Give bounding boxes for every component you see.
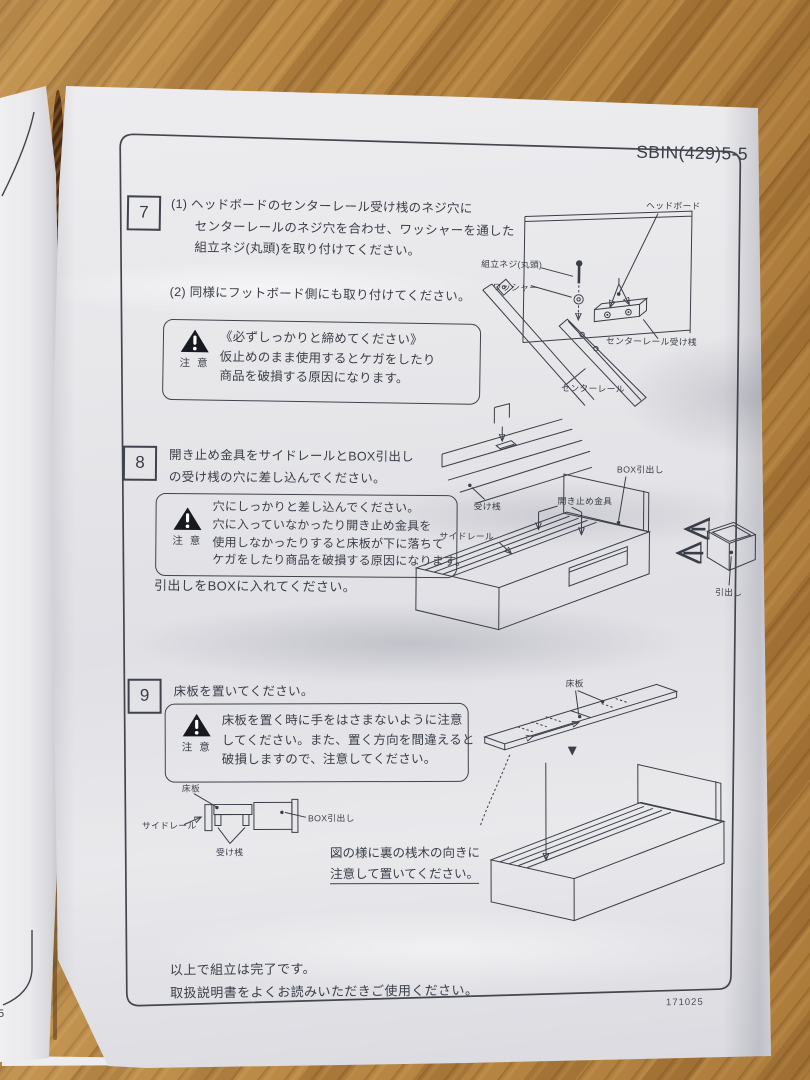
caution-line: 《必ずしっかりと締めてください》: [219, 329, 423, 347]
label-side-rail: サイドレール: [439, 531, 494, 541]
label-rail-support: 受け桟: [474, 500, 501, 511]
label-stopper-fitting: 開き止め金具: [558, 495, 613, 506]
floor-boards: [479, 683, 679, 859]
step-number: 9: [139, 685, 150, 705]
caution-label: 注 意: [181, 741, 212, 754]
label-drawer: 引出し: [715, 586, 742, 597]
step7-caution-box: 注 意 《必ずしっかりと締めてください》 仮止めのまま使用するとケガをしたり 商…: [161, 318, 482, 405]
screw-and-washer: [573, 260, 584, 318]
step-number-box: 8: [122, 445, 158, 481]
step-number: 8: [135, 452, 145, 472]
step9-placement-diagram: 床板: [479, 678, 726, 922]
warning-triangle-icon: [173, 507, 202, 530]
caution-line: してください。また、置く方向を間違えると: [221, 732, 475, 748]
drawer-box: [683, 522, 757, 586]
label-box-drawer-unit: BOX引出し: [308, 812, 355, 823]
step7-instruction-1: (1) ヘッドボードのセンターレール受け桟のネジ穴に センターレールのネジ穴を合…: [170, 194, 515, 264]
caution-line: 商品を破損する原因になります。: [219, 368, 409, 386]
heading-line: の受け桟の穴に差し込んでください。: [168, 469, 386, 486]
step-number-box: 9: [127, 678, 162, 714]
caution-icon-column: 注 意: [166, 506, 208, 548]
bed-box: [414, 473, 652, 631]
closing-line: 取扱説明書をよくお読みいただきご使用ください。: [170, 982, 479, 1000]
label-floor-board: 床板: [566, 678, 584, 689]
caution-label: 注 意: [179, 357, 210, 370]
caution-icon-column: 注 意: [173, 328, 216, 371]
label-center-rail: センターレール: [561, 383, 625, 394]
print-serial-number: 171025: [665, 996, 704, 1009]
left-sheet-text-fragment: 5: [0, 1008, 5, 1020]
bed-frame: [489, 763, 726, 922]
step-number-box: 7: [126, 195, 162, 231]
rail-closeup: [441, 403, 593, 504]
step9-heading: 床板を置いてください。: [173, 684, 314, 699]
instruction-sheet: SBIN(429)5-5 7 (1) ヘッドボードのセンターレール受け桟のネジ穴…: [51, 86, 771, 1068]
caution-label: 注 意: [172, 535, 203, 548]
caution-text: 《必ずしっかりと締めてください》 仮止めのまま使用するとケガをしたり 商品を破損…: [219, 328, 436, 390]
label-assembly-screw: 組立ネジ(丸頭): [481, 258, 542, 270]
caution-icon-column: 注 意: [176, 713, 218, 755]
label-rail-support: 受け桟: [216, 846, 243, 857]
label-center-rail-support: センターレール受け桟: [606, 335, 697, 347]
label-floor-board: 床板: [182, 783, 200, 794]
heading-line: 開き止め金具をサイドレールとBOX引出し: [169, 447, 415, 464]
step8-heading: 開き止め金具をサイドレールとBOX引出し の受け桟の穴に差し込んでください。: [169, 445, 414, 490]
step-number: 7: [139, 202, 149, 222]
warning-triangle-icon: [182, 713, 211, 737]
left-sheet-border-lines: [1, 111, 35, 1006]
caution-line: 床板を置く時に手をはさまないように注意: [221, 712, 463, 728]
cross-section-shapes: [183, 793, 307, 844]
caution-line: 破損しますので、注意してください。: [221, 751, 437, 767]
step8-note: 引出しをBOXに入れてください。: [153, 577, 357, 595]
step7-diagram: ヘッドボード 組立ネジ(丸頭) ワッシャー センターレール受け桟 センターレール: [481, 200, 701, 407]
step7-instruction-2: (2) 同様にフットボード側にも取り付けてください。: [169, 284, 471, 304]
headboard-outline: [522, 210, 693, 344]
warning-triangle-icon: [180, 329, 209, 353]
closing-note: 以上で組立は完了です。 取扱説明書をよくお読みいただきご使用ください。: [170, 957, 479, 1005]
left-instruction-sheet: 5: [0, 86, 60, 1062]
step8-diagram: 受け桟 開き止め金具 BOX引出し サイドレール 引出し: [414, 403, 757, 631]
closing-line: 以上で組立は完了です。: [169, 961, 317, 978]
step9-caution-box: 注 意 床板を置く時に手をはさまないように注意 してください。また、置く方向を間…: [164, 702, 475, 783]
caution-text: 床板を置く時に手をはさまないように注意 してください。また、置く方向を間違えると…: [222, 711, 475, 770]
label-washer: ワッシャー: [493, 282, 539, 293]
label-side-rail: サイドレール: [142, 821, 197, 831]
document-code: SBIN(429)5-5: [636, 141, 749, 164]
label-box-drawer-unit: BOX引出し: [617, 463, 664, 474]
label-headboard: ヘッドボード: [646, 200, 701, 211]
